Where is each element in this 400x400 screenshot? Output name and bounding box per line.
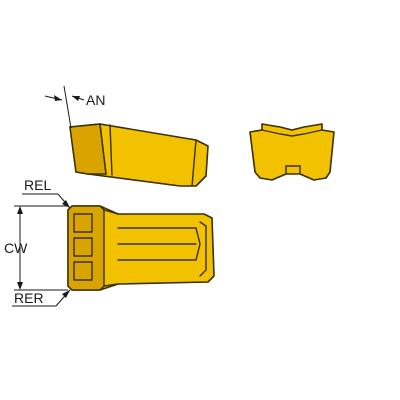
corner-facet <box>73 261 93 281</box>
angle-label: AN <box>86 92 105 108</box>
angle-annotation: AN <box>44 85 105 129</box>
insert-top-view <box>67 205 215 291</box>
insert-end-view <box>249 123 335 181</box>
rer-annotation: RER <box>12 289 71 307</box>
rel-label: REL <box>24 177 51 193</box>
corner-facet <box>73 237 93 257</box>
rel-annotation: REL <box>22 177 71 209</box>
rer-label: RER <box>14 290 44 306</box>
cw-dimension: CW <box>4 205 68 291</box>
cw-label: CW <box>4 240 28 256</box>
corner-facet <box>73 213 93 233</box>
insert-side-view <box>69 123 209 187</box>
